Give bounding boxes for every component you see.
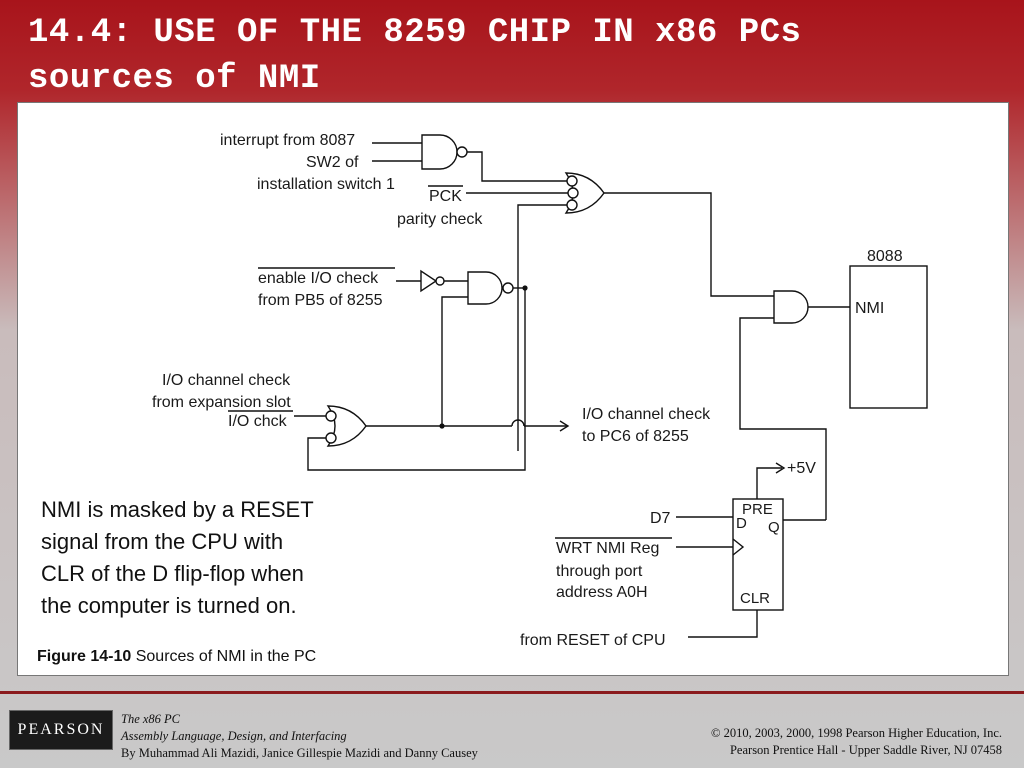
label-enable-io-check: enable I/O check — [258, 270, 379, 287]
publisher-text: Pearson Prentice Hall - Upper Saddle Riv… — [729, 743, 1002, 757]
or-gate-3-input — [564, 172, 605, 214]
cpu-8088-box — [849, 265, 928, 409]
label-installation-switch: installation switch 1 — [257, 176, 395, 193]
book-info: The x86 PC Assembly Language, Design, an… — [121, 711, 478, 762]
label-io-channel-check-out: I/O channel check — [582, 406, 711, 423]
label-sw2: SW2 of — [306, 154, 359, 171]
label-through-port: through port — [556, 563, 643, 580]
book-title: The x86 PC — [121, 712, 181, 726]
pearson-logo: PEARSON — [9, 710, 113, 750]
label-to-pc6: to PC6 of 8255 — [582, 428, 689, 445]
note-line-3: CLR of the D flip-flop when — [41, 561, 304, 586]
figure-caption-text: Sources of NMI in the PC — [135, 648, 317, 665]
copyright-text: © 2010, 2003, 2000, 1998 Pearson Higher … — [710, 726, 1002, 740]
label-from-pb5: from PB5 of 8255 — [258, 292, 383, 309]
label-io-channel-check: I/O channel check — [162, 372, 291, 389]
figure-caption: Figure 14-10 Sources of NMI in the PC — [37, 648, 316, 666]
label-io-chck: I/O chck — [228, 413, 288, 430]
inverter-gate — [420, 269, 445, 293]
label-from-reset: from RESET of CPU — [520, 632, 666, 649]
and-gate-nmi — [773, 290, 809, 324]
label-plus5v: +5V — [787, 460, 816, 477]
label-parity-check: parity check — [397, 211, 483, 228]
footer-separator — [0, 691, 1024, 694]
label-wrt-nmi-reg: WRT NMI Reg — [556, 540, 659, 557]
label-8088: 8088 — [867, 248, 903, 265]
title-line-2: sources of NMI — [28, 60, 321, 98]
label-clr: CLR — [740, 590, 770, 607]
or-gate-io-check — [325, 405, 367, 447]
explanation-note: NMI is masked by a RESET signal from the… — [41, 494, 391, 622]
book-authors: By Muhammad Ali Mazidi, Janice Gillespie… — [121, 746, 478, 760]
note-line-2: signal from the CPU with — [41, 529, 284, 554]
diagram-panel — [17, 102, 1009, 676]
nand-gate-1 — [421, 134, 468, 170]
junction-dot-2 — [439, 423, 445, 429]
nand-gate-2 — [467, 271, 514, 305]
label-pre: PRE — [742, 501, 773, 518]
book-subtitle: Assembly Language, Design, and Interfaci… — [121, 729, 347, 743]
label-interrupt-8087: interrupt from 8087 — [220, 132, 355, 149]
copyright-info: © 2010, 2003, 2000, 1998 Pearson Higher … — [711, 725, 1002, 759]
label-from-expansion-slot: from expansion slot — [152, 394, 291, 411]
figure-label: Figure 14-10 — [37, 648, 132, 665]
d-flip-flop-box — [732, 498, 784, 611]
label-address-a0h: address A0H — [556, 584, 648, 601]
note-line-1: NMI is masked by a RESET — [41, 497, 314, 522]
label-d7: D7 — [650, 510, 671, 527]
label-nmi: NMI — [855, 300, 884, 317]
label-pck: PCK — [429, 188, 462, 205]
note-line-4: the computer is turned on. — [41, 593, 297, 618]
label-q: Q — [768, 519, 780, 536]
title-line-1: 14.4: USE OF THE 8259 CHIP IN x86 PCs — [28, 14, 802, 52]
slide-title: 14.4: USE OF THE 8259 CHIP IN x86 PCs so… — [28, 10, 801, 102]
label-d: D — [736, 515, 747, 532]
